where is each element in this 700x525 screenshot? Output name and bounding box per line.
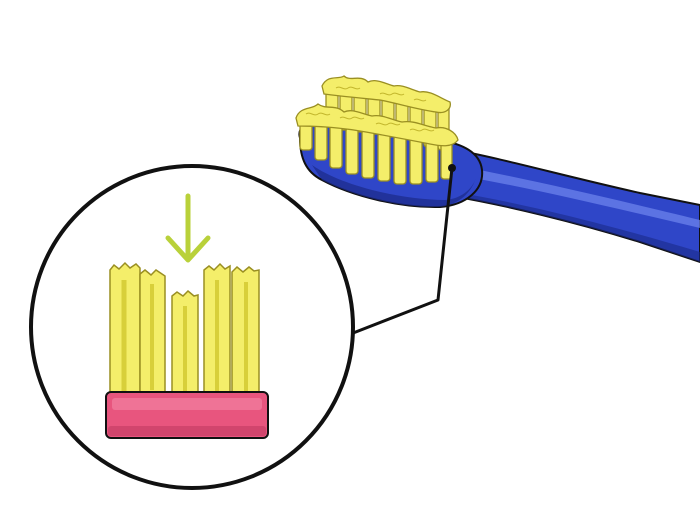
- callout-connector-line: [347, 167, 454, 337]
- toothbrush-front-bristle-tips: [295, 103, 459, 147]
- magnified-bristles: [109, 261, 260, 398]
- magnified-brush-base-highlight: [112, 398, 262, 410]
- down-arrow-icon: [165, 193, 211, 263]
- toothbrush-icon: [295, 75, 700, 264]
- toothbrush-handle-highlight: [468, 168, 700, 228]
- toothbrush-head-shade: [312, 165, 476, 208]
- toothbrush-bristle-texture: [305, 86, 435, 132]
- magnifier-callout-icon: [29, 164, 355, 490]
- toothbrush-handle-shadow: [452, 192, 700, 262]
- magnified-brush-base-shade: [108, 426, 266, 436]
